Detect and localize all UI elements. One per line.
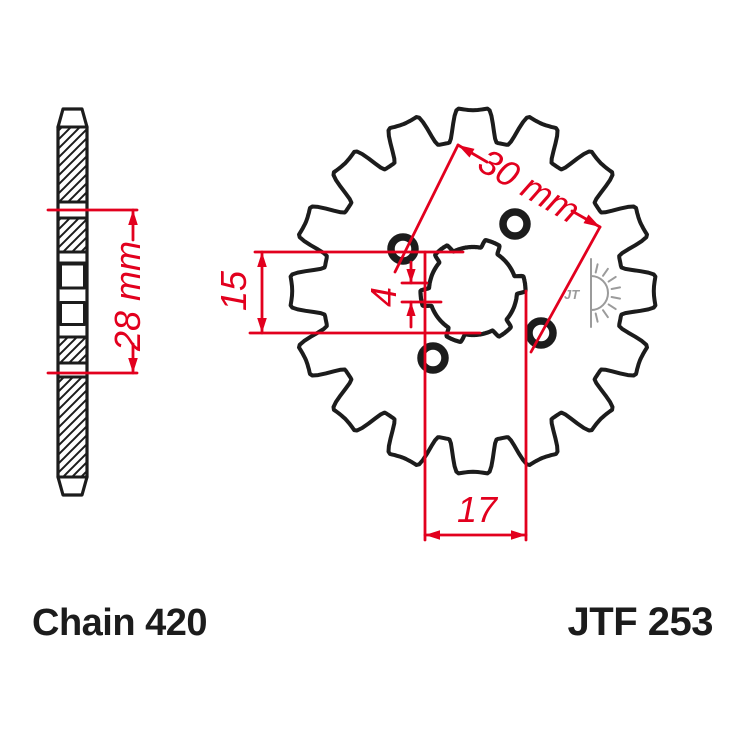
dimension-17 [423,250,528,542]
jt-sun-logo [590,258,621,328]
dimension-4 [400,260,443,329]
sun-ray [594,312,599,323]
dimension-28mm [46,208,139,375]
sun-ray [602,309,609,319]
gear-outline [288,106,658,476]
dim-label-4: 4 [363,286,404,308]
sun-ray [610,296,621,300]
hub-spline-section [59,262,86,290]
arrowhead [425,530,440,540]
arrowhead [257,252,267,267]
arrowhead [406,269,416,283]
hatch-band [58,218,87,252]
arrowhead [511,530,526,540]
sun-ray [602,267,609,277]
side-section-view [56,107,89,497]
sun-ray [607,275,617,283]
dimension-30mm [393,143,602,354]
hatch-band [58,127,87,202]
hatch-band [58,377,87,477]
hatch-band [58,337,87,363]
hub-spline-section [59,301,86,326]
bolt-hole [499,208,531,240]
bolt-hole [417,342,449,374]
arrowhead [257,318,267,333]
arrowhead [128,358,138,373]
bolt-hole [387,233,419,265]
arrowhead [458,145,475,158]
sun-ray [594,263,599,274]
jt-logo-text: JT [564,287,580,302]
logo-sun-half [590,275,609,311]
sun-ray [607,303,617,311]
bottom-tooth-tip [56,475,89,497]
arrowhead [583,214,600,227]
arrowhead [128,210,138,225]
chain-size-label: Chain 420 [32,602,208,644]
splined-bore [418,238,528,344]
part-number: JTF 253 [567,600,714,644]
arrowhead [406,302,416,316]
logo-sun-rays [594,263,621,323]
dim-label-28mm: 28 mm [107,240,148,352]
sun-ray [610,286,621,290]
bolt-hole [525,317,557,349]
dim-label-17: 17 [456,489,498,530]
dimension-15 [248,250,482,335]
top-tooth-tip [56,107,89,129]
sprocket-front-view [288,106,658,476]
dim-label-15: 15 [213,270,254,312]
